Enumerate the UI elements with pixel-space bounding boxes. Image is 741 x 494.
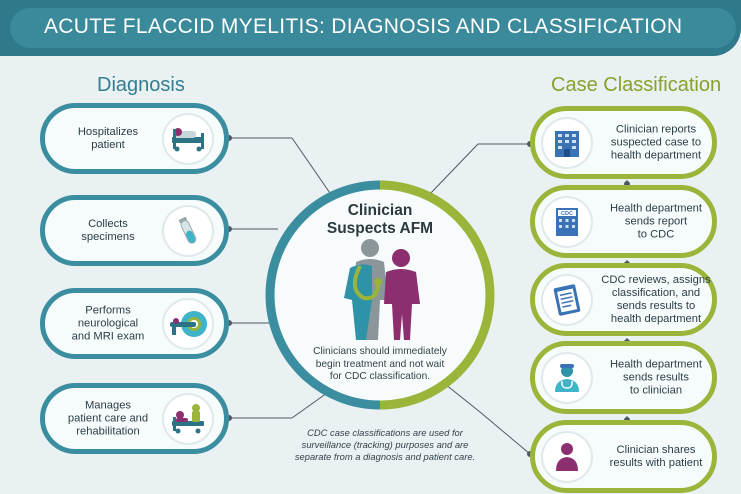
page-title: ACUTE FLACCID MYELITIS: DIAGNOSIS AND CL… — [44, 15, 683, 38]
building-icon — [543, 118, 591, 167]
clinician-figure-icon — [344, 239, 388, 340]
classification-step-send-cdc: CDC Health department sends report to CD… — [530, 185, 717, 258]
center-ring-teal — [265, 180, 381, 410]
hospital-bed-icon — [164, 114, 212, 163]
diagnosis-step-exam: Performs neurological and MRI exam — [40, 288, 229, 359]
classification-step-review: CDC reviews, assigns classification, and… — [530, 263, 717, 336]
doctor-icon — [543, 353, 591, 402]
footer-note: CDC case classifications are used for su… — [294, 427, 476, 462]
diagnosis-heading: Diagnosis — [97, 74, 185, 96]
diagnosis-step-specimens: Collects specimens — [40, 195, 229, 266]
test-tube-icon — [164, 206, 212, 255]
title-banner — [0, 0, 741, 56]
classification-step-label: Clinician reports suspected case to heal… — [610, 123, 702, 161]
classification-step-send-clinician: Health department sends results to clini… — [530, 341, 717, 414]
classification-heading: Case Classification — [551, 74, 722, 96]
classification-step-label: CDC reviews, assigns classification, and… — [601, 273, 711, 325]
classification-step-share: Clinician shares results with patient — [530, 420, 717, 493]
diagnosis-step-care: Manages patient care and rehabilitation — [40, 383, 229, 454]
classification-step-label: Clinician shares results with patient — [609, 443, 703, 469]
diagnosis-step-label: Performs neurological and MRI exam — [71, 304, 145, 342]
classification-step-label: Health department sends report to CDC — [609, 202, 703, 240]
cdc-sign-label: CDC — [561, 211, 573, 217]
connector-line — [427, 143, 479, 197]
center-note: Clinicians should immediately begin trea… — [313, 346, 447, 382]
clipboard-icon — [543, 275, 591, 324]
diagnosis-step-label: Hospitalizes patient — [77, 125, 139, 151]
patient-care-icon — [164, 394, 212, 443]
diagnosis-step-label: Collects specimens — [81, 217, 135, 243]
connector-line — [291, 137, 333, 197]
title-banner-pill — [10, 8, 736, 48]
diagnosis-step-hospitalize: Hospitalizes patient — [40, 103, 229, 174]
classification-step-label: Health department sends results to clini… — [609, 358, 703, 396]
cdc-building-icon: CDC — [543, 197, 591, 246]
diagnosis-step-label: Manages patient care and rehabilitation — [67, 399, 149, 437]
classification-step-report: Clinician reports suspected case to heal… — [530, 106, 717, 179]
center-ring-green — [379, 180, 495, 410]
connector-line — [479, 411, 531, 455]
patient-icon — [543, 432, 591, 481]
center-title: Clinician Suspects AFM — [326, 202, 434, 237]
patient-figure-icon — [384, 249, 420, 340]
mri-scanner-icon — [164, 299, 212, 348]
